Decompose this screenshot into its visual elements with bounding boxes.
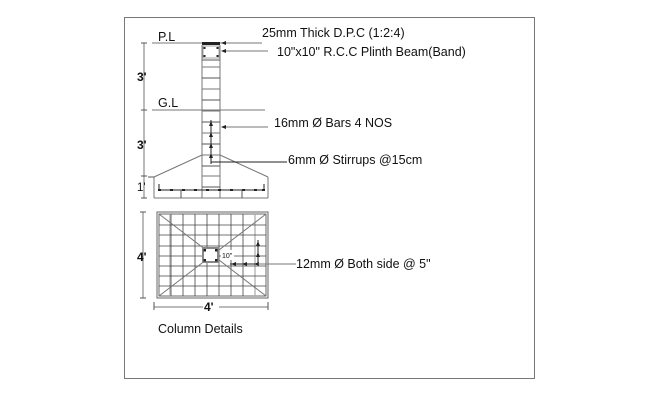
- footing-depth-dimension: 1': [137, 182, 146, 194]
- mesh-annotation: 12mm Ø Both side @ 5": [296, 257, 431, 271]
- stirrups-annotation: 6mm Ø Stirrups @15cm: [288, 153, 422, 167]
- drawing-frame: [124, 17, 535, 379]
- lower-height-dimension: 3': [137, 138, 147, 152]
- elevation-leaders: [211, 41, 287, 163]
- plinth-beam-annotation: 10"x10" R.C.C Plinth Beam(Band): [277, 45, 466, 59]
- plinth-level-label: P.L: [158, 30, 175, 44]
- dpc-layer: [202, 42, 220, 45]
- drawing-title: Column Details: [158, 322, 243, 336]
- main-bars-annotation: 16mm Ø Bars 4 NOS: [274, 116, 392, 130]
- dpc-annotation: 25mm Thick D.P.C (1:2:4): [262, 26, 405, 40]
- column-size-dimension: 10": [222, 253, 233, 260]
- plan-height-dimension: 4': [137, 250, 147, 264]
- column-elevation: [201, 45, 221, 198]
- upper-height-dimension: 3': [137, 70, 147, 84]
- footing-elevation: [148, 154, 269, 199]
- footing-plan: [156, 211, 296, 299]
- plan-width-dimension: 4': [204, 300, 214, 314]
- ground-level-label: G.L: [158, 96, 178, 110]
